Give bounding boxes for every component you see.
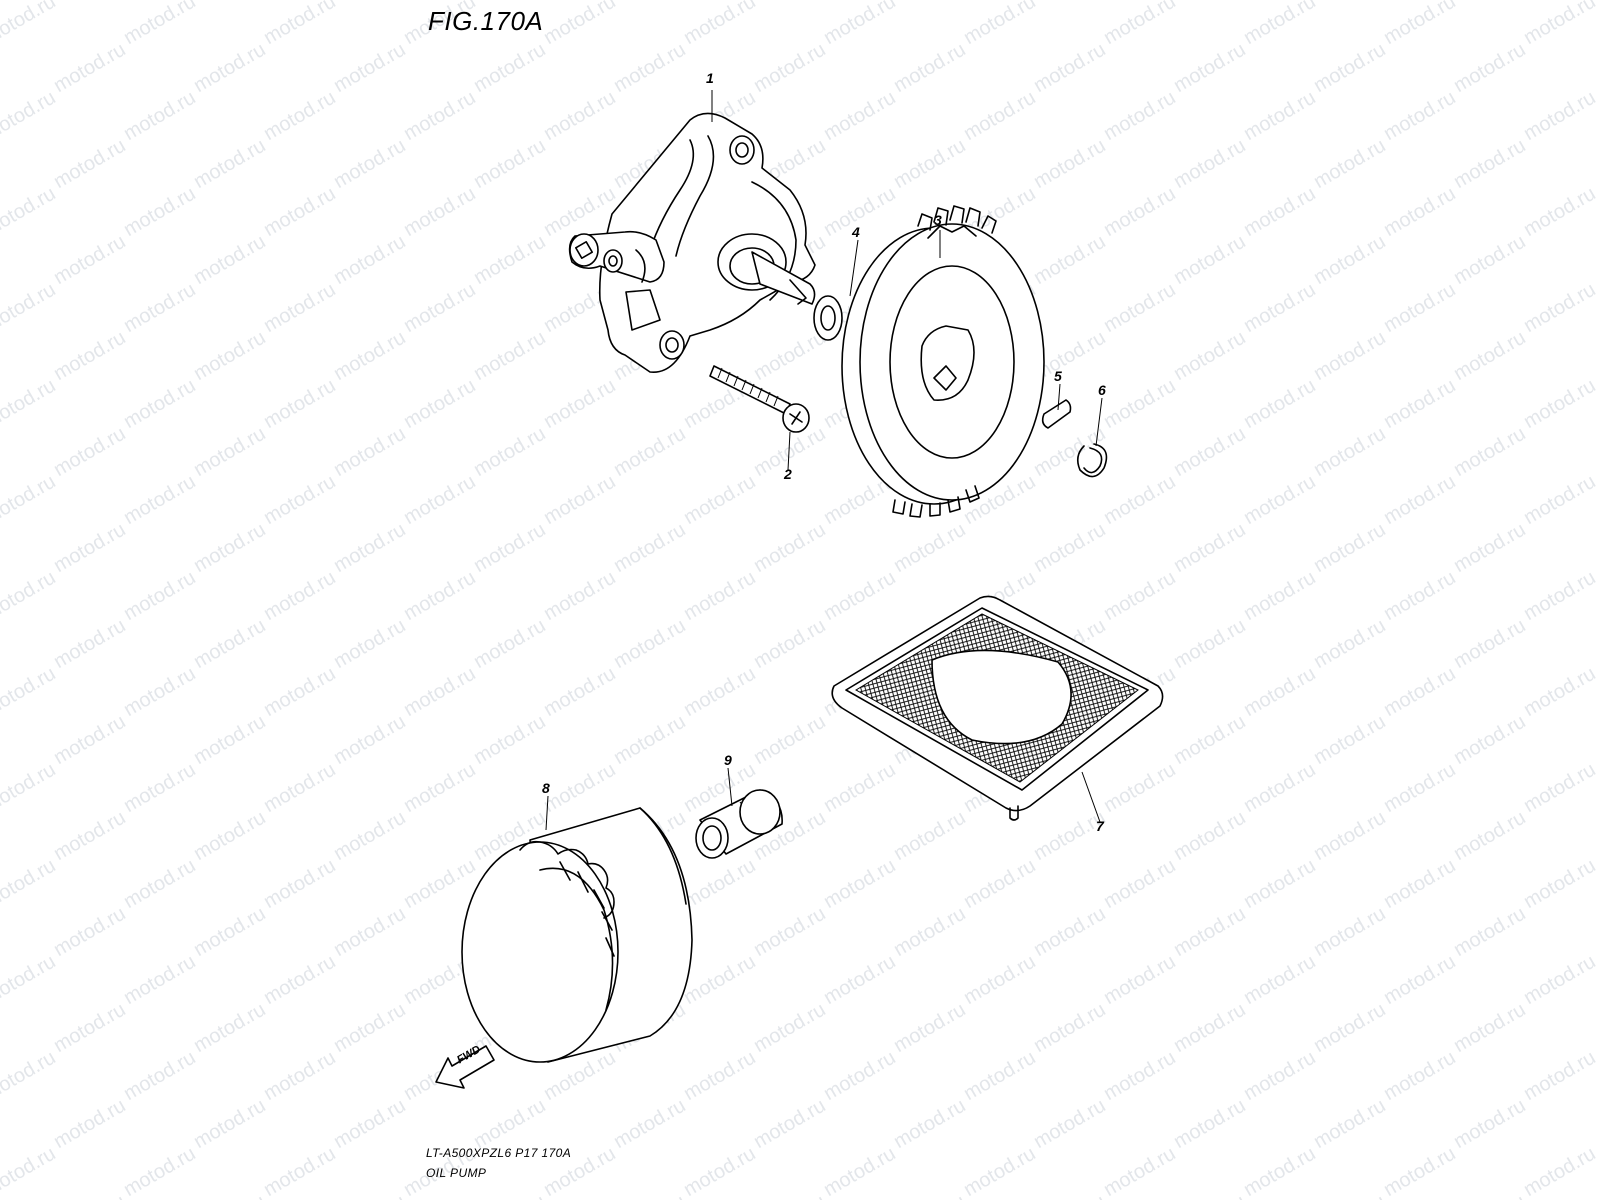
model-code: LT-A500XPZL6 P17 170A bbox=[426, 1146, 572, 1160]
callout-5[interactable]: 5 bbox=[1054, 368, 1062, 384]
callout-4[interactable]: 4 bbox=[852, 224, 860, 240]
figure-title: FIG.170A bbox=[428, 6, 544, 36]
callout-leaders bbox=[545, 90, 1103, 831]
oil-filter-drawing[interactable] bbox=[461, 807, 693, 1063]
washer-drawing[interactable] bbox=[813, 295, 843, 341]
callout-2[interactable]: 2 bbox=[784, 466, 792, 482]
oil-pump-body-drawing[interactable] bbox=[568, 112, 816, 373]
pin-drawing[interactable] bbox=[1041, 399, 1072, 429]
callout-6[interactable]: 6 bbox=[1098, 382, 1106, 398]
callout-3[interactable]: 3 bbox=[934, 212, 942, 228]
driven-gear-drawing[interactable] bbox=[841, 205, 1045, 518]
circlip-drawing[interactable] bbox=[1076, 443, 1108, 478]
section-name: OIL PUMP bbox=[426, 1166, 487, 1180]
forward-direction-arrow bbox=[435, 1045, 495, 1089]
callout-9[interactable]: 9 bbox=[724, 752, 732, 768]
callout-8[interactable]: 8 bbox=[542, 780, 550, 796]
callout-7[interactable]: 7 bbox=[1096, 818, 1104, 834]
oil-strainer-drawing[interactable] bbox=[831, 595, 1164, 821]
screw-drawing[interactable] bbox=[709, 365, 810, 433]
oil-filter-union-drawing[interactable] bbox=[695, 789, 783, 859]
callout-1[interactable]: 1 bbox=[706, 70, 714, 86]
